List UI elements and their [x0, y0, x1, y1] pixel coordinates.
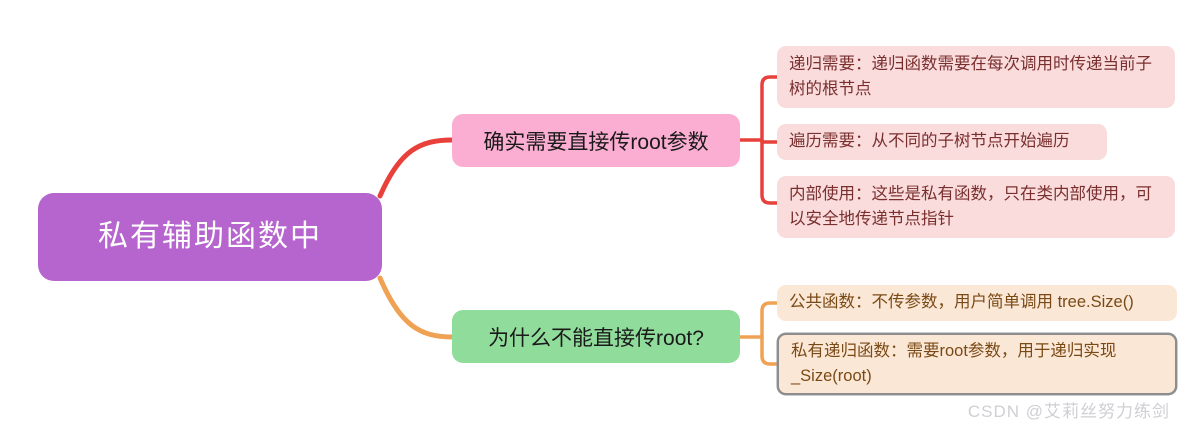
connector-root-to-pink [377, 137, 455, 199]
leaf-node-public-function-label: 公共函数：不传参数，用户简单调用 tree.Size() [789, 293, 1134, 312]
leaf-node-internal-use[interactable]: 内部使用：这些是私有函数，只在类内部使用，可以安全地传递节点指针 [777, 176, 1175, 238]
connector-pink-bracket [760, 75, 779, 205]
branch-node-need-root-param[interactable]: 确实需要直接传root参数 [452, 114, 740, 167]
leaf-node-public-function[interactable]: 公共函数：不传参数，用户简单调用 tree.Size() [777, 285, 1177, 321]
leaf-node-private-recursive-function[interactable]: 私有递归函数：需要root参数，用于递归实现 _Size(root) [777, 333, 1177, 395]
leaf-node-private-recursive-function-label: 私有递归函数：需要root参数，用于递归实现 _Size(root) [791, 342, 1117, 385]
branch-node-why-not-root[interactable]: 为什么不能直接传root? [452, 310, 740, 363]
leaf-node-internal-use-label: 内部使用：这些是私有函数，只在类内部使用，可以安全地传递节点指针 [789, 185, 1152, 228]
branch-node-why-not-root-label: 为什么不能直接传root? [488, 326, 704, 350]
csdn-watermark: CSDN @艾莉丝努力练剑 [967, 402, 1170, 421]
connector-green-bracket [760, 301, 779, 366]
root-node-label: 私有辅助函数中 [98, 220, 322, 253]
connector-root-to-green [377, 275, 455, 340]
leaf-node-traversal-need-label: 遍历需要：从不同的子树节点开始遍历 [789, 132, 1070, 151]
root-node[interactable]: 私有辅助函数中 [38, 193, 382, 281]
leaf-node-recursion-need-label: 递归需要：递归函数需要在每次调用时传递当前子树的根节点 [789, 55, 1152, 98]
leaf-node-recursion-need[interactable]: 递归需要：递归函数需要在每次调用时传递当前子树的根节点 [777, 46, 1175, 108]
branch-node-need-root-param-label: 确实需要直接传root参数 [483, 130, 709, 154]
leaf-node-traversal-need[interactable]: 遍历需要：从不同的子树节点开始遍历 [777, 124, 1107, 160]
